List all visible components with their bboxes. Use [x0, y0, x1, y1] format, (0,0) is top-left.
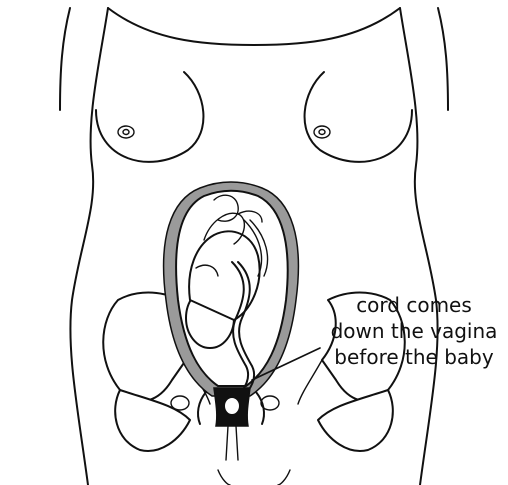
- cord-prolapse-label: cord comes down the vagina before the ba…: [322, 292, 506, 370]
- breasts: [96, 72, 412, 162]
- label-line-2: down the vagina: [322, 318, 506, 344]
- label-line-3: before the baby: [322, 344, 506, 370]
- label-line-1: cord comes: [322, 292, 506, 318]
